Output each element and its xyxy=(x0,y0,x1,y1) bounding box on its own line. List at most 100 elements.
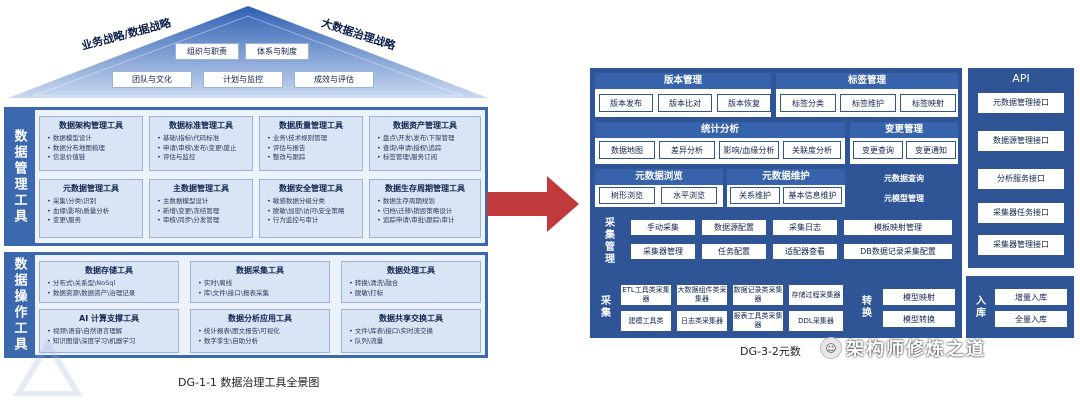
version-publish: 版本发布 xyxy=(599,94,653,112)
collector-modeling: 建模工具类 xyxy=(620,310,672,332)
tool-item: 视频\语音\自然语言理解 xyxy=(47,327,178,337)
tool-item: 新增\变更\冻结管理 xyxy=(157,207,252,217)
tool-card: 数据采集工具 实时\离线库\文件\接口\报表采集 xyxy=(190,261,330,303)
tool-item: 数据资源\数据资产\治理记录 xyxy=(47,289,178,299)
tool-item: 转换\清洗\融合 xyxy=(349,279,480,289)
tool-item: 脱敏\打标 xyxy=(349,289,480,299)
tool-card: 数据安全管理工具 敏感数据分级分类脱敏\加密\访问\安全策略行为监控与审计 xyxy=(259,179,363,238)
metadata-query: 元数据查询 xyxy=(850,169,958,187)
tool-item: 标签管理\服务订阅 xyxy=(377,153,480,163)
tool-item: 数据模型设计 xyxy=(47,134,142,144)
collector-procedure: 存储过程采集器 xyxy=(788,284,844,306)
tool-card: 数据架构管理工具 数据模型设计数据分布地图梳理信息价值链 xyxy=(39,116,143,171)
tag-title: 标签管理 xyxy=(776,73,958,89)
convert-label: 转换 xyxy=(859,295,871,319)
tool-card: 数据共享交换工具 文件\库表\接口\实时流交换队列\流量 xyxy=(341,309,481,353)
stats-diff: 差异分析 xyxy=(659,141,715,159)
collect-db-record: DB数据记录采集配置 xyxy=(843,243,953,260)
tool-title: 数据生存周期管理工具 xyxy=(385,184,465,193)
tool-item: 盘点\开发\发布\下架管理 xyxy=(377,134,480,144)
wechat-icon: ☺ xyxy=(820,337,842,359)
tool-item: 评估与监控 xyxy=(157,153,252,163)
api-metadata: 元数据管理接口 xyxy=(977,92,1065,114)
tool-title: AI 计算支撑工具 xyxy=(79,314,139,323)
management-label: 数据管理工具 xyxy=(11,128,27,225)
tool-item: 实时\离线 xyxy=(198,279,329,289)
tool-item: 分布式\关系型\NoSql xyxy=(47,279,178,289)
maintain-basic-info: 基本信息维护 xyxy=(783,187,842,204)
change-notify: 变更通知 xyxy=(906,141,956,159)
stats-lineage: 影响/血缘分析 xyxy=(719,141,779,159)
tool-item: 统计报表\图文报告\可视化 xyxy=(198,327,329,337)
tool-item: 审核\同步\分发管理 xyxy=(157,216,252,226)
background-logo-mark xyxy=(13,338,83,396)
collect-adapter: 适配器查看 xyxy=(772,243,838,260)
collect-log: 采集日志 xyxy=(772,219,838,236)
tool-item: 知识图谱\深度学习\机器学习 xyxy=(47,337,178,347)
collect-panel: 采集 ETL工具类采集器 大数据组件类采集器 数据记录类采集器 存储过程采集器 … xyxy=(590,276,848,338)
collect-datasource: 数据源配置 xyxy=(701,219,767,236)
transition-arrow-icon xyxy=(487,176,579,232)
tool-title: 数据分析应用工具 xyxy=(228,314,292,323)
api-collector-mgmt: 采集器管理接口 xyxy=(977,234,1065,256)
collect-mgmt-label: 采集管理 xyxy=(602,217,614,265)
tool-item: 主数据模型设计 xyxy=(157,197,252,207)
tool-item: 信息价值链 xyxy=(47,153,142,163)
operation-section: 数据操作工具 数据存储工具 分布式\关系型\NoSql数据资源\数据资产\治理记… xyxy=(4,252,488,358)
collect-collector: 采集器管理 xyxy=(630,243,696,260)
collector-ddl: DDL采集器 xyxy=(788,310,844,332)
tool-card: 数据处理工具 转换\清洗\融合脱敏\打标 xyxy=(341,261,481,303)
tool-card: AI 计算支撑工具 视频\语音\自然语言理解知识图谱\深度学习\机器学习 xyxy=(39,309,179,353)
tool-item: 申请\审核\发布\变更\废止 xyxy=(157,144,252,154)
convert-panel: 转换 模型映射 模型转换 xyxy=(852,276,962,338)
roof-box-org: 组织与职责 xyxy=(175,43,239,60)
tool-title: 元数据管理工具 xyxy=(63,184,119,193)
collect-manual: 手动采集 xyxy=(630,219,696,236)
tag-category: 标签分类 xyxy=(780,94,836,112)
tool-title: 数据架构管理工具 xyxy=(59,121,123,130)
tool-item: 归档\迁移\销毁策略设计 xyxy=(377,207,480,217)
tool-card: 主数据管理工具 主数据模型设计新增\变更\冻结管理审核\同步\分发管理 xyxy=(149,179,253,238)
collector-bigdata: 大数据组件类采集器 xyxy=(676,284,728,306)
tool-item: 数字孪生\自助分析 xyxy=(198,337,329,347)
roof-box-system: 体系与制度 xyxy=(245,43,309,60)
api-analysis: 分析服务接口 xyxy=(977,168,1065,190)
right-caption: DG-3-2元数 xyxy=(740,345,801,358)
tool-title: 数据采集工具 xyxy=(236,266,284,275)
browse-tree: 树形浏览 xyxy=(599,187,655,204)
browse-horizontal: 水平浏览 xyxy=(661,187,717,204)
tool-item: 变更\服务 xyxy=(47,216,142,226)
tool-item: 整改与跟踪 xyxy=(267,153,362,163)
tool-title: 数据共享交换工具 xyxy=(379,314,443,323)
browse-title: 元数据浏览 xyxy=(595,169,723,185)
api-title: API xyxy=(1012,72,1030,85)
incremental-load: 增量入库 xyxy=(994,288,1068,306)
tag-mapping: 标签映射 xyxy=(900,94,956,112)
meta-model-mgmt: 元模型管理 xyxy=(850,189,958,207)
full-load: 全量入库 xyxy=(994,310,1068,328)
stats-map: 数据地图 xyxy=(599,141,655,159)
stats-title: 统计分析 xyxy=(595,122,845,138)
collect-label: 采集 xyxy=(598,295,610,319)
collect-task: 任务配置 xyxy=(701,243,767,260)
tool-title: 数据资产管理工具 xyxy=(393,121,457,130)
tool-card: 数据资产管理工具 盘点\开发\发布\下架管理查询\申请\授权\追踪标签管理\服务… xyxy=(369,116,481,171)
model-convert: 模型转换 xyxy=(882,310,956,328)
watermark-text: 架构师修炼之道 xyxy=(846,339,986,360)
collector-etl: ETL工具类采集器 xyxy=(620,284,672,306)
tool-card: 数据生存周期管理工具 数据生存周期规划归档\迁移\销毁策略设计追踪申请\审批\跟… xyxy=(369,179,481,238)
version-restore: 版本恢复 xyxy=(717,94,771,112)
management-section: 数据管理工具 数据架构管理工具 数据模型设计数据分布地图梳理信息价值链 数据标准… xyxy=(4,107,488,246)
tool-card: 数据标准管理工具 基础\指标\代码标准申请\审核\发布\变更\废止评估与监控 xyxy=(149,116,253,171)
api-datasource: 数据源管理接口 xyxy=(977,130,1065,152)
roof-box-effect: 成效与评估 xyxy=(294,71,374,88)
collector-log: 日志类采集器 xyxy=(676,310,728,332)
change-title: 变更管理 xyxy=(850,122,958,138)
load-panel: 入库 增量入库 全量入库 xyxy=(966,276,1074,338)
tool-item: 库\文件\接口\报表采集 xyxy=(198,289,329,299)
tool-item: 追踪申请\审批\跟踪\审计 xyxy=(377,216,480,226)
left-caption: DG-1-1 数据治理工具全景图 xyxy=(178,376,320,389)
load-label: 入库 xyxy=(973,295,985,319)
tool-item: 数据生存周期规划 xyxy=(377,197,480,207)
tool-card: 数据存储工具 分布式\关系型\NoSql数据资源\数据资产\治理记录 xyxy=(39,261,179,303)
